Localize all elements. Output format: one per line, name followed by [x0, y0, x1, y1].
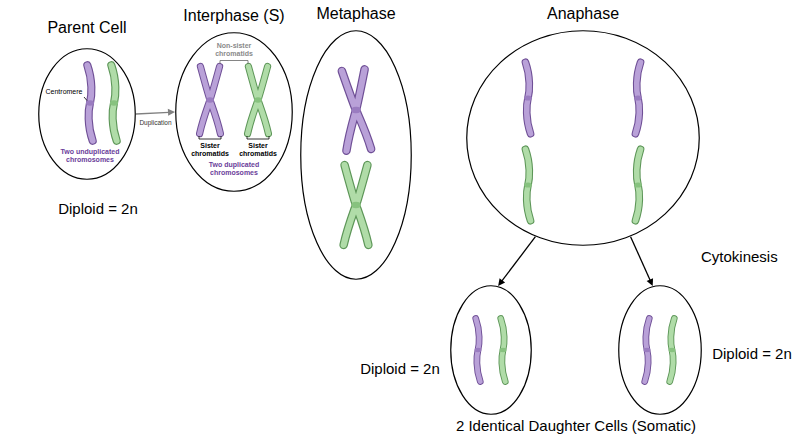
- cell-ellipse: Diploid = 2n: [618, 285, 702, 415]
- part-label: Non-sister chromatids: [209, 42, 259, 58]
- leader-line: [84, 97, 87, 101]
- cell-ellipse: Interphase (S)Non-sister chromatidsSiste…: [175, 32, 293, 192]
- chromosome: [500, 319, 507, 382]
- cell-outline: [618, 285, 702, 415]
- arrow-label: Duplication: [138, 119, 172, 127]
- duplicated-chromosome: [248, 66, 269, 133]
- chromatid: [524, 62, 532, 133]
- unduplicated-chromosome: [110, 65, 118, 141]
- stage-title: Metaphase: [281, 4, 431, 24]
- chromosome: [669, 348, 676, 353]
- chromosome-note: Two duplicated chromosomes: [199, 161, 269, 177]
- unduplicated-chromosome: [86, 100, 94, 105]
- chromatid: [634, 182, 642, 187]
- duplicated-chromosome: [341, 69, 371, 150]
- ploidy-label: Diploid = 2n: [702, 345, 802, 363]
- chromosome: [669, 319, 676, 382]
- chromosome: [644, 348, 651, 353]
- transition-arrow: [498, 237, 535, 286]
- cell-ellipse: Anaphase: [466, 30, 700, 246]
- ploidy-label: Diploid = 2n: [350, 360, 450, 378]
- chromosome: [475, 348, 482, 353]
- duplicated-chromosome: [351, 106, 361, 113]
- unduplicated-chromosome: [86, 65, 94, 141]
- chromatid: [524, 95, 532, 100]
- duplicated-chromosome: [351, 202, 361, 209]
- chromatid: [634, 149, 642, 220]
- duplicated-chromosome: [248, 66, 269, 133]
- chromatid: [524, 149, 532, 220]
- arrowhead: [647, 278, 653, 286]
- arrowhead: [168, 109, 175, 116]
- chromatid: [524, 182, 532, 187]
- duplicated-chromosome: [344, 165, 369, 245]
- bracket: [247, 136, 269, 139]
- cell-outline: [176, 33, 293, 192]
- part-label: Centromere: [42, 88, 86, 96]
- ploidy-label: Diploid = 2n: [43, 200, 153, 218]
- cell-outline: [466, 30, 700, 246]
- duplicated-chromosome: [254, 97, 262, 103]
- duplicated-chromosome: [206, 97, 214, 103]
- arrow-line: [631, 237, 651, 281]
- bracket: [199, 136, 221, 139]
- duplicated-chromosome: [341, 69, 371, 150]
- unduplicated-chromosome: [110, 100, 118, 105]
- stage-title: Parent Cell: [22, 18, 152, 38]
- cell-outline: [300, 30, 412, 280]
- duplicated-chromosome: [200, 66, 221, 133]
- duplicated-chromosome: [344, 165, 369, 245]
- cell-outline: [450, 285, 532, 415]
- part-label: Sister chromatids: [236, 142, 280, 158]
- arrow-line: [502, 237, 536, 282]
- bracket: [220, 61, 248, 65]
- arrowhead: [498, 278, 505, 286]
- cell-outline: [39, 49, 136, 180]
- cell-outline: [619, 286, 702, 415]
- chromosome-note: Two unduplicated chromosomes: [57, 148, 123, 164]
- caption-label: 2 Identical Daughter Cells (Somatic): [456, 417, 696, 435]
- duplicated-chromosome: [248, 66, 269, 133]
- stage-title: Interphase (S): [159, 6, 309, 26]
- duplicated-chromosome: [200, 66, 221, 133]
- cell-ellipse: Diploid = 2n: [450, 285, 532, 415]
- arrow-line: [136, 112, 169, 114]
- cell-outline: [451, 286, 532, 415]
- cell-ellipse: Parent CellCentromereTwo unduplicated ch…: [38, 48, 136, 180]
- stage-title: Anaphase: [508, 4, 658, 24]
- chromosome: [644, 319, 651, 382]
- chromosome: [475, 319, 482, 382]
- cell-ellipse: Metaphase: [300, 30, 412, 280]
- cell-outline: [467, 31, 700, 246]
- duplicated-chromosome: [341, 69, 371, 150]
- cell-outline: [301, 31, 412, 280]
- transition-arrow: [631, 237, 653, 286]
- process-label: Cytokinesis: [701, 248, 778, 266]
- transition-arrow: [136, 109, 175, 116]
- chromosome: [500, 348, 507, 353]
- part-label: Sister chromatids: [188, 142, 232, 158]
- chromatid: [634, 95, 642, 100]
- duplicated-chromosome: [200, 66, 221, 133]
- chromatid: [634, 62, 642, 133]
- duplicated-chromosome: [344, 165, 369, 245]
